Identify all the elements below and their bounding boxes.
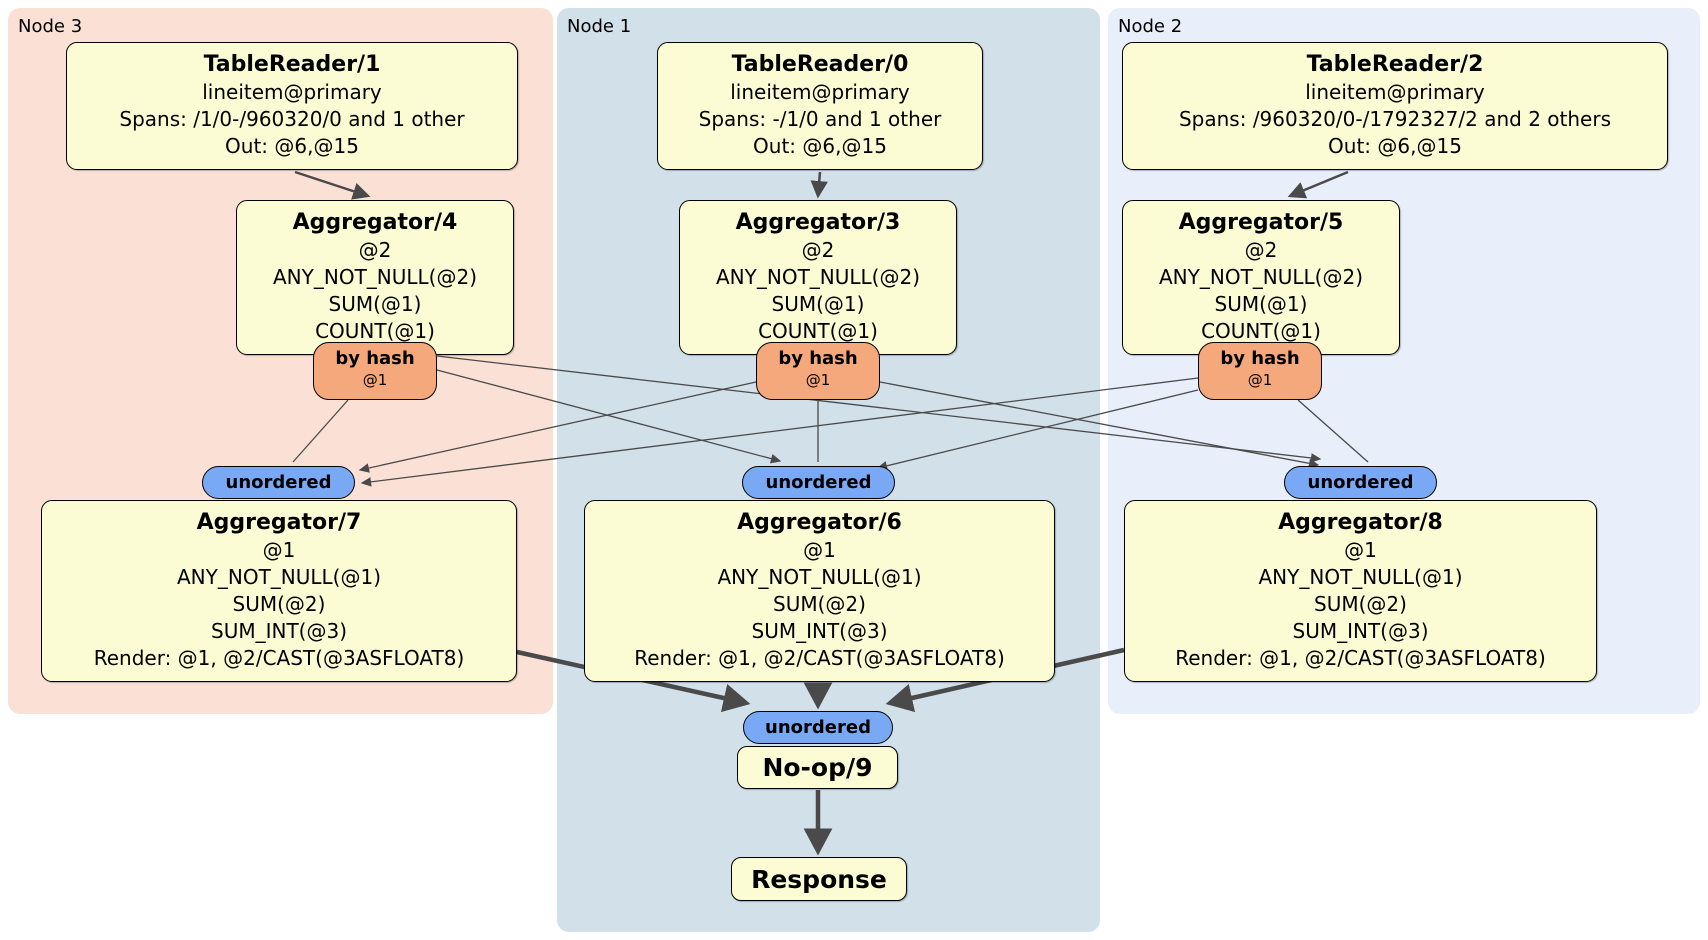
processor-line: @2 [358,238,392,262]
processor-line: Render: @1, @2/CAST(@3ASFLOAT8) [93,646,465,670]
processor-line: SUM(@2) [1314,592,1407,616]
processor-line: @2 [1244,238,1278,262]
processor-title: Aggregator/6 [737,510,902,535]
sync-unordered-final: unordered [743,711,893,744]
router-label: by hash [1220,348,1300,369]
processor-line: SUM_INT(@3) [751,619,888,643]
processor-line: Spans: -/1/0 and 1 other [698,107,942,131]
sync-unordered-node2: unordered [1284,466,1437,499]
processor-line: Spans: /1/0-/960320/0 and 1 other [119,107,465,131]
processor-line: lineitem@primary [202,80,382,104]
processor-title: Aggregator/4 [292,210,458,235]
processor-line: Render: @1, @2/CAST(@3ASFLOAT8) [1175,646,1546,670]
processor-line: SUM(@1) [771,292,865,316]
processor-title: Aggregator/5 [1178,210,1344,235]
processor-line: ANY_NOT_NULL(@2) [1159,265,1363,289]
processor-line: lineitem@primary [1305,80,1485,104]
processor-line: COUNT(@1) [1201,319,1321,343]
processor-aggregator-8: Aggregator/8 @1 ANY_NOT_NULL(@1) SUM(@2)… [1124,500,1597,682]
processor-aggregator-4: Aggregator/4 @2 ANY_NOT_NULL(@2) SUM(@1)… [236,200,514,355]
processor-title: TableReader/0 [731,52,909,77]
processor-line: COUNT(@1) [315,319,435,343]
processor-aggregator-6: Aggregator/6 @1 ANY_NOT_NULL(@1) SUM(@2)… [584,500,1055,682]
processor-line: SUM(@1) [328,292,422,316]
processor-aggregator-5: Aggregator/5 @2 ANY_NOT_NULL(@2) SUM(@1)… [1122,200,1400,355]
processor-line: ANY_NOT_NULL(@1) [177,565,381,589]
processor-line: Out: @6,@15 [753,134,887,158]
processor-tablereader-0: TableReader/0 lineitem@primary Spans: -/… [657,42,983,170]
processor-line: @2 [801,238,835,262]
group-node-3-label: Node 3 [18,16,83,37]
processor-line: COUNT(@1) [758,319,878,343]
router-detail: @1 [805,371,831,389]
processor-title: Aggregator/7 [196,510,362,535]
processor-line: ANY_NOT_NULL(@2) [716,265,920,289]
router-detail: @1 [362,371,388,389]
processor-line: SUM(@2) [232,592,326,616]
processor-line: SUM_INT(@3) [211,619,347,643]
processor-title: Aggregator/3 [735,210,901,235]
edges-tablereader-to-aggregator [294,170,1349,200]
sync-unordered-node3: unordered [202,466,355,499]
router-by-hash-node2: by hash @1 [1198,342,1322,400]
processor-aggregator-3: Aggregator/3 @2 ANY_NOT_NULL(@2) SUM(@1)… [679,200,957,355]
processor-line: Out: @6,@15 [1328,134,1462,158]
router-detail: @1 [1247,371,1273,389]
router-by-hash-node3: by hash @1 [313,342,437,400]
router-label: by hash [335,348,415,369]
group-node-1-label: Node 1 [567,16,632,37]
processor-line: ANY_NOT_NULL(@1) [717,565,922,589]
processor-noop-9: No-op/9 [737,746,898,789]
processor-line: @1 [803,538,836,562]
sync-unordered-node1: unordered [742,466,895,499]
router-label: by hash [778,348,858,369]
processor-line: Spans: /960320/0-/1792327/2 and 2 others [1178,107,1611,131]
router-by-hash-node1: by hash @1 [756,342,880,400]
processor-line: Render: @1, @2/CAST(@3ASFLOAT8) [634,646,1005,670]
processor-line: SUM(@1) [1214,292,1308,316]
processor-tablereader-2: TableReader/2 lineitem@primary Spans: /9… [1122,42,1668,170]
processor-tablereader-1: TableReader/1 lineitem@primary Spans: /1… [66,42,518,170]
processor-line: ANY_NOT_NULL(@2) [273,265,477,289]
processor-response: Response [731,857,907,901]
processor-aggregator-7: Aggregator/7 @1 ANY_NOT_NULL(@1) SUM(@2)… [41,500,517,682]
edges-hash-to-unordered [292,355,1369,487]
processor-line: ANY_NOT_NULL(@1) [1258,565,1463,589]
processor-title: TableReader/1 [203,52,381,77]
processor-title: TableReader/2 [1306,52,1484,77]
processor-line: @1 [262,538,296,562]
processor-title: Aggregator/8 [1278,510,1443,535]
processor-line: SUM(@2) [773,592,866,616]
processor-line: Out: @6,@15 [225,134,359,158]
processor-line: lineitem@primary [730,80,910,104]
processor-line: @1 [1344,538,1377,562]
group-node-2-label: Node 2 [1118,16,1183,37]
processor-line: SUM_INT(@3) [1292,619,1429,643]
